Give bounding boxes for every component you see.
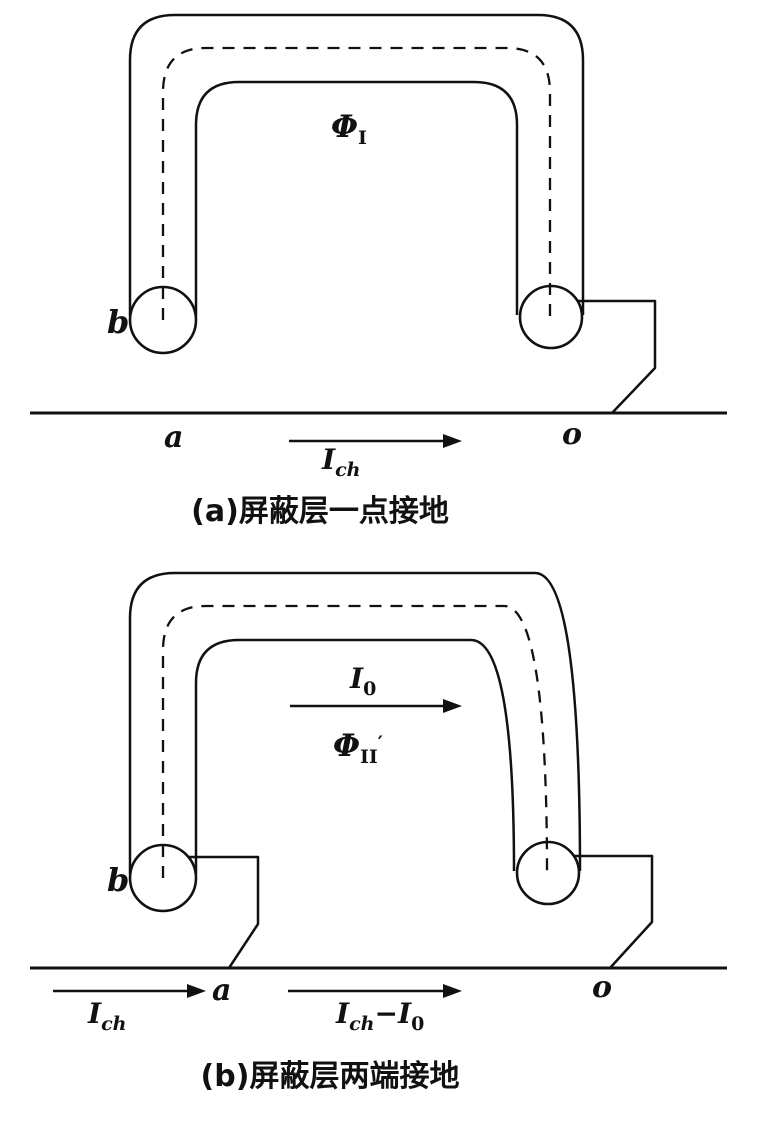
cable-end-circle-right bbox=[518, 284, 584, 350]
arrowhead-icon bbox=[187, 984, 206, 998]
arrowhead-icon bbox=[443, 984, 462, 998]
label-middle-current: Ich−I0 bbox=[335, 997, 424, 1035]
label-point-a: a bbox=[212, 973, 231, 1008]
shield-outer-outline bbox=[128, 571, 582, 874]
core-conductor-dashed bbox=[161, 604, 549, 878]
shield-inner-outline bbox=[194, 80, 519, 316]
label-point-o: o bbox=[592, 970, 612, 1005]
ground-lead-right bbox=[575, 299, 657, 414]
label-flux: ΦI bbox=[331, 109, 367, 149]
label-left-current: Ich bbox=[87, 997, 127, 1035]
diagram-b: I0 ΦII′ b Ich a Ich−I0 o (b)屏蔽层两端接地 bbox=[30, 571, 727, 1094]
shield-current-arrow bbox=[290, 699, 462, 713]
shield-outer-outline bbox=[128, 13, 585, 316]
shield-inner-outline bbox=[194, 638, 516, 874]
left-current-arrow bbox=[53, 984, 206, 998]
arrowhead-icon bbox=[443, 434, 462, 448]
label-point-a: a bbox=[164, 420, 183, 455]
caption-a: (a)屏蔽层一点接地 bbox=[191, 494, 449, 529]
label-point-b: b bbox=[107, 861, 129, 899]
ground-lead-left bbox=[184, 855, 260, 969]
label-point-b: b bbox=[107, 303, 129, 341]
middle-current-arrow bbox=[288, 984, 462, 998]
label-flux: ΦII′ bbox=[333, 728, 383, 768]
caption-b: (b)屏蔽层两端接地 bbox=[201, 1059, 460, 1094]
ground-lead-right bbox=[572, 854, 654, 969]
label-point-o: o bbox=[562, 417, 582, 452]
label-current: Ich bbox=[321, 443, 361, 481]
core-conductor-dashed bbox=[161, 46, 552, 320]
cable-end-circle-right bbox=[515, 840, 581, 906]
diagram-a: b ΦI a Ich o (a)屏蔽层一点接地 bbox=[30, 13, 727, 529]
current-arrow bbox=[289, 434, 462, 448]
label-shield-current: I0 bbox=[349, 662, 376, 700]
arrowhead-icon bbox=[443, 699, 462, 713]
